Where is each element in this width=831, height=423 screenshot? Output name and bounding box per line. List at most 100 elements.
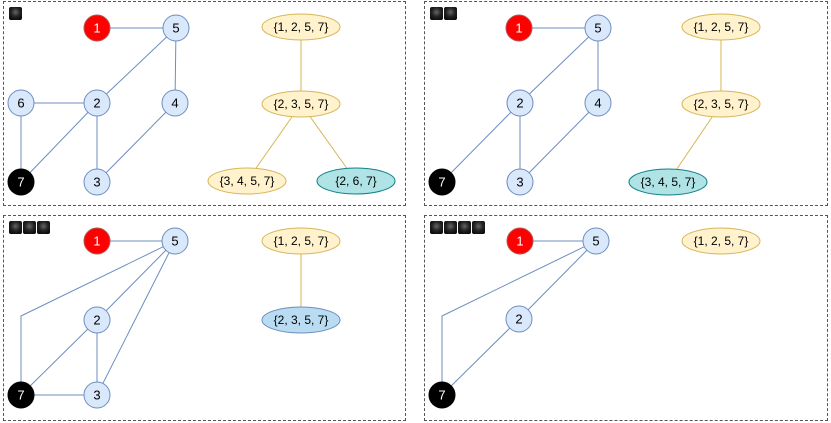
graph-node-3: 3 [506,168,534,196]
tree-edge-b2-b3 [255,116,293,169]
step-square-icon [430,221,443,234]
graph-node-5: 5 [584,14,612,42]
graph-edge-4-3 [528,111,590,174]
tree-bag-b1: {1, 2, 5, 7} [681,13,761,41]
tree-bag-b2: {2, 3, 5, 7} [261,90,341,118]
panel-step-1: 1 5 6 2 4 7 3 {1, 2, 5, 7} {2, 3, 5, 7} {3, 4, 5,… [3,1,406,206]
tree-bag-b1: {1, 2, 5, 7} [261,227,341,255]
tree-bag-label: {1, 2, 5, 7} [694,234,749,248]
step-square-icon [9,221,22,234]
graph-node-2: 2 [506,89,534,117]
graph-node-label: 4 [594,96,601,111]
graph-edge-5-7 [20,246,164,382]
graph-node-circle [506,168,534,196]
tree-bag-ellipse [681,13,761,41]
graph-edge-2-7 [450,111,512,174]
tree-bag-ellipse [261,90,341,118]
graph-node-circle [428,168,456,196]
graph-edge-4-3 [105,111,167,174]
step-square-icon [430,7,443,20]
graph-node-circle [584,89,612,117]
graph-node-7: 7 [7,168,35,196]
tree-bag-label: {2, 3, 5, 7} [274,313,329,327]
graph-node-label: 1 [516,234,523,249]
graph-node-circle [428,381,456,409]
graph-node-label: 3 [93,175,100,190]
graph-node-label: 7 [438,175,445,190]
panel-step-4: 1 5 2 7 {1, 2, 5, 7} [424,215,828,421]
tree-bag-b4: {2, 6, 7} [316,167,396,195]
step-square-icon [444,221,457,234]
tree-bag-ellipse [261,227,341,255]
step-indicator [9,7,22,20]
graph-node-label: 2 [93,313,100,328]
tree-bag-label: {1, 2, 5, 7} [274,20,329,34]
graph-node-label: 4 [171,96,178,111]
tree-bag-label: {1, 2, 5, 7} [694,20,749,34]
graph-node-circle [7,168,35,196]
graph-node-circle [83,381,111,409]
graph-node-circle [506,227,534,255]
graph-node-1: 1 [83,227,111,255]
graph-node-label: 5 [172,21,179,36]
graph-node-circle [83,14,111,42]
graph-edge-5-2 [106,36,167,95]
graph-node-circle [161,89,189,117]
tree-edge-b2-b3 [676,116,713,170]
step-square-icon [472,221,485,234]
graph-node-circle [83,227,111,255]
graph-node-label: 1 [93,234,100,249]
graph-node-label: 7 [17,388,24,403]
graph-node-circle [582,227,610,255]
graph-node-2: 2 [505,305,533,333]
graph-node-5: 5 [582,227,610,255]
step-square-icon [444,7,457,20]
graph-node-4: 4 [584,89,612,117]
graph-node-circle [7,381,35,409]
step-square-icon [458,221,471,234]
graph-node-5: 5 [162,14,190,42]
tree-bag-b3: {3, 4, 5, 7} [207,167,287,195]
graph-edge-5-2 [529,36,589,95]
graph-node-circle [161,227,189,255]
graph-node-label: 5 [592,234,599,249]
graph-node-7: 7 [7,381,35,409]
graph-node-label: 1 [515,21,522,36]
graph-node-label: 6 [17,96,24,111]
graph-edge-5-2 [105,249,167,312]
graph-node-circle [506,89,534,117]
graph-edge-2-7 [29,328,89,387]
graph-node-7: 7 [428,381,456,409]
graph-node-circle [584,14,612,42]
graph-node-circle [7,89,35,117]
graph-node-circle [505,14,533,42]
step-indicator [430,7,457,20]
tree-bag-label: {1, 2, 5, 7} [274,234,329,248]
step-indicator [430,221,485,234]
tree-bag-b2: {2, 3, 5, 7} [681,90,761,118]
graph-node-label: 2 [516,96,523,111]
graph-edge-5-4 [174,40,177,91]
tree-bag-b1: {1, 2, 5, 7} [261,13,341,41]
tree-bag-ellipse [681,227,761,255]
graph-node-label: 7 [17,175,24,190]
graph-node-circle [83,89,111,117]
graph-node-4: 4 [161,89,189,117]
graph-node-1: 1 [83,14,111,42]
panel-step-2: 1 5 2 4 7 3 {1, 2, 5, 7} {2, 3, 5, 7} {3, 4, 5, … [424,1,828,206]
tree-bag-label: {2, 6, 7} [335,174,376,188]
graph-node-5: 5 [161,227,189,255]
graph-edge-5-3 [102,252,170,384]
graph-node-label: 3 [516,175,523,190]
step-indicator [9,221,50,234]
graph-node-2: 2 [83,306,111,334]
tree-bag-b3: {3, 4, 5, 7} [628,168,708,196]
graph-edge-2-7 [450,327,511,387]
graph-node-label: 3 [93,388,100,403]
tree-bag-ellipse [261,306,341,334]
graph-node-3: 3 [83,381,111,409]
graph-node-1: 1 [506,227,534,255]
graph-node-label: 2 [93,96,100,111]
graph-canvas: 1 5 2 7 {1, 2, 5, 7} [428,227,761,409]
panel-step-3: 1 5 2 7 3 {1, 2, 5, 7} {2, 3, 5, 7} [3,215,406,421]
